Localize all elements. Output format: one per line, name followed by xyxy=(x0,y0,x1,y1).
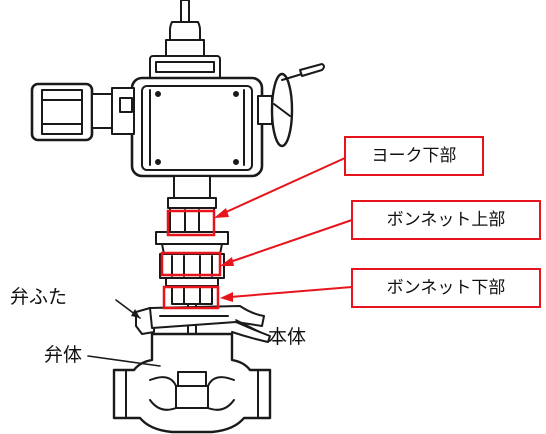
highlight-bonnet-upper xyxy=(160,251,222,277)
top-stem xyxy=(165,0,205,59)
callout-bonnet-lower: ボンネット下部 xyxy=(351,268,541,308)
yoke xyxy=(167,175,217,233)
arrow-bonnet-lower xyxy=(220,286,353,302)
actuator-housing xyxy=(130,55,264,178)
valve-body-casting xyxy=(112,332,272,434)
callout-yoke-lower: ヨーク下部 xyxy=(344,136,484,176)
part-leader-lines xyxy=(87,299,261,367)
hand-wheel xyxy=(257,63,325,148)
callout-bonnet-upper: ボンネット上部 xyxy=(351,200,541,240)
bonnet xyxy=(155,231,229,305)
highlight-yoke-lower xyxy=(166,209,216,237)
label-body-main: 本体 xyxy=(268,326,307,348)
valve-cover-flange xyxy=(135,305,271,343)
arrow-bonnet-upper xyxy=(220,219,353,266)
arrow-yoke-lower xyxy=(214,157,346,218)
highlight-bonnet-lower xyxy=(162,285,220,310)
side-motor xyxy=(30,82,135,142)
label-valve-body: 弁体 xyxy=(44,344,83,366)
label-valve-cover: 弁ふた xyxy=(10,286,68,308)
